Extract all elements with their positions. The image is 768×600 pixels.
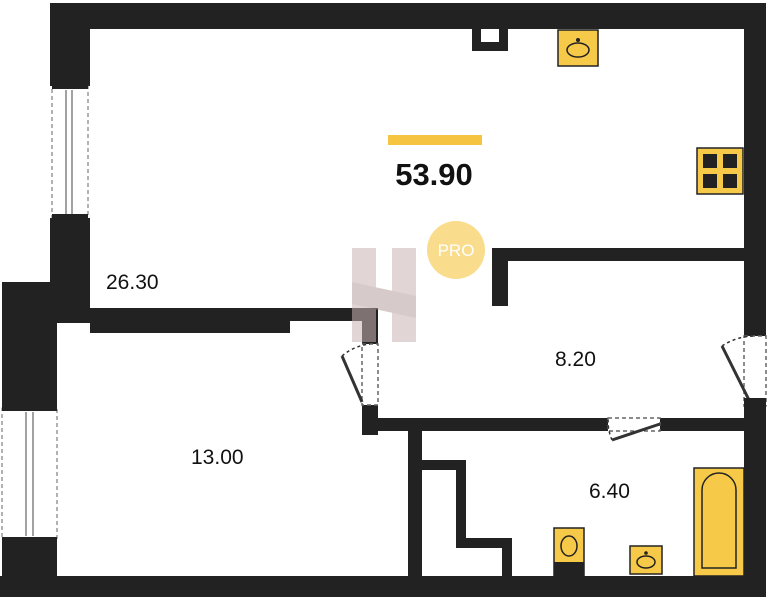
toilet-icon [553,527,585,577]
door-bathroom [607,417,661,442]
wall-bath-step-3 [456,538,512,548]
ventilation-opening [481,29,499,42]
pro-badge: PRO [427,221,485,279]
wall-left-step [2,282,57,408]
wall-bottom [0,576,766,597]
wall-living-bedroom [90,308,290,333]
room-area-living: 26.30 [106,271,159,294]
wall-hall-bottom [362,418,608,431]
wall-top [50,3,766,29]
room-area-bedroom: 13.00 [191,446,244,469]
wall-bath-step-1 [422,460,458,470]
total-area-accent-bar [388,135,482,145]
window-living [51,84,89,219]
stove-icon [696,147,744,195]
wall-left-upper [50,3,90,86]
watermark-logo-icon [352,248,416,342]
wall-hall-top [492,248,744,261]
wall-hall-jamb-right [744,248,766,336]
wall-hall-stub [492,248,508,306]
wall-bedroom-bath [408,418,422,578]
wall-bath-step-2 [456,460,466,542]
door-entrance [720,335,767,408]
wall-bath-step-4 [502,538,512,578]
wall-hall-bottom-right [660,418,744,431]
door-bedroom [340,343,379,406]
bathtub-icon [693,467,745,577]
room-area-hall: 8.20 [555,348,596,371]
wall-left-lower [2,540,57,597]
washbasin-icon [629,545,663,575]
window-bedroom [1,406,58,542]
total-area-label: 53.90 [395,157,473,192]
kitchen-sink-icon [557,29,599,67]
room-area-bathroom: 6.40 [589,480,630,503]
pro-badge-label: PRO [438,241,475,260]
